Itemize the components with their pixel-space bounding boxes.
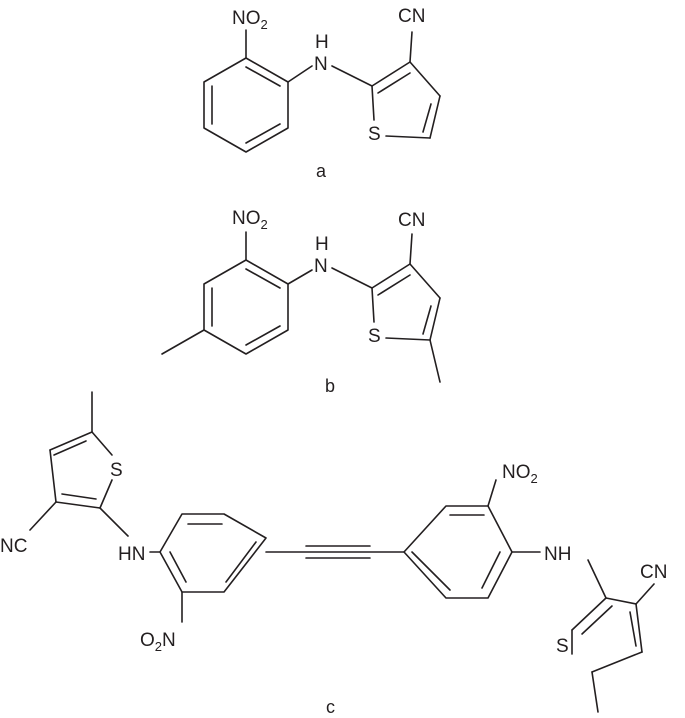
molecule-b-caption: b bbox=[325, 376, 335, 396]
molecule-a-sulfur-label: S bbox=[368, 124, 381, 145]
molecule-b-bonds bbox=[161, 231, 441, 383]
molecule-c-caption: c bbox=[326, 697, 335, 717]
molecule-a-caption: a bbox=[316, 161, 327, 181]
molecule-b-nitro-label: NO2 bbox=[232, 208, 268, 232]
molecule-a-nitro-label: NO2 bbox=[232, 8, 268, 32]
molecule-c-left-amine-label: HN bbox=[118, 544, 145, 565]
molecule-c: S NC HN O2N NO2 NH CN S c bbox=[0, 391, 667, 717]
molecule-a-amine-n-label: N bbox=[314, 54, 328, 75]
molecule-c-left-sulfur-label: S bbox=[110, 460, 123, 481]
molecule-c-right-amine-label: NH bbox=[544, 544, 571, 565]
molecule-a: NO2 H N CN S a bbox=[203, 6, 441, 181]
molecule-c-right-sulfur-label: S bbox=[556, 636, 569, 657]
molecule-c-left-nitro-label: O2N bbox=[140, 630, 176, 654]
molecule-c-right-cyano-label: CN bbox=[640, 562, 667, 583]
molecule-c-bonds bbox=[29, 391, 655, 713]
molecule-a-amine-h-label: H bbox=[315, 32, 329, 53]
molecule-a-bonds bbox=[203, 29, 441, 153]
molecule-c-right-nitro-label: NO2 bbox=[502, 462, 538, 486]
molecule-b-cyano-label: CN bbox=[398, 210, 425, 231]
molecule-b-sulfur-label: S bbox=[368, 326, 381, 347]
molecule-a-cyano-label: CN bbox=[398, 6, 425, 27]
molecule-b-amine-h-label: H bbox=[315, 234, 329, 255]
molecule-b-amine-n-label: N bbox=[314, 256, 328, 277]
molecule-c-left-cyano-label: NC bbox=[0, 536, 27, 557]
molecule-b: NO2 H N CN S b bbox=[161, 208, 441, 396]
